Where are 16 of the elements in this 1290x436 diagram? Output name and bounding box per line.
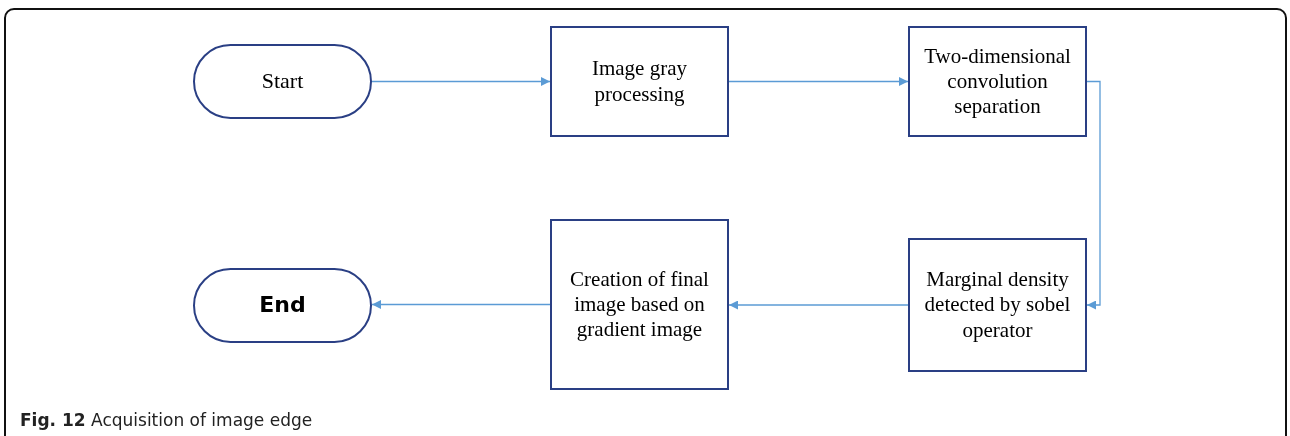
process-box <box>550 26 729 137</box>
node-label: End <box>259 292 306 319</box>
node-label: Start <box>261 68 304 95</box>
arrow <box>728 77 909 86</box>
figure-caption: Fig. 12 Acquisition of image edge <box>20 409 313 432</box>
process-box <box>908 26 1087 137</box>
arrow <box>728 300 909 310</box>
node-label: Image gray processing <box>590 56 688 107</box>
arrow <box>1086 80 1101 310</box>
arrow <box>371 300 551 309</box>
node-label: Marginal density detected by sobel operator <box>923 267 1072 343</box>
process-box <box>908 238 1087 372</box>
node-label: Creation of final image based on gradient image <box>569 266 710 343</box>
node-label: Two-dimensional convolution separation <box>923 43 1072 120</box>
process-box <box>550 219 729 390</box>
arrow <box>371 77 551 86</box>
